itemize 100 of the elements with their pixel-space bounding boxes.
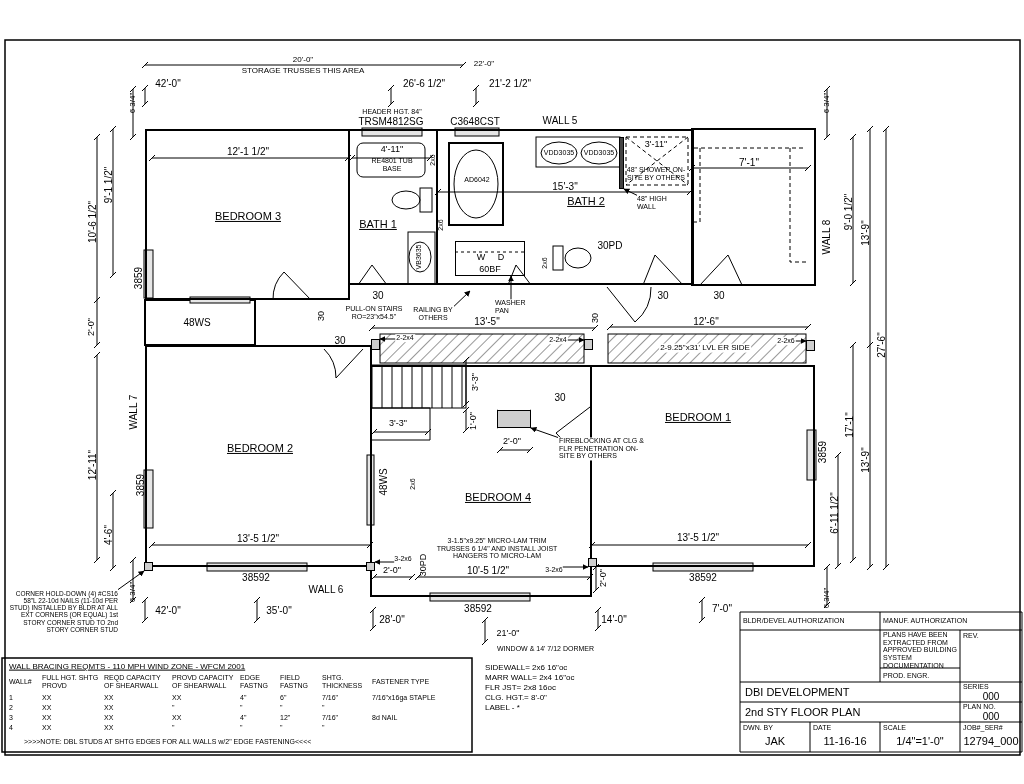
table-title: WALL BRACING REQMTS - 110 MPH WIND ZONE - WFCM 2001: [9, 662, 246, 672]
leader-line: [562, 564, 589, 570]
dimension-text: 13'-5 1/2": [676, 531, 720, 543]
wall-label: WALL 5: [542, 114, 578, 126]
title-block-text: 12794_000: [963, 734, 1019, 748]
wall-label: WALL 6: [308, 583, 344, 595]
dimension-text: 9'-0 1/2": [842, 193, 854, 231]
leader-line: [453, 290, 471, 307]
title-block-text: 000: [982, 690, 1000, 702]
post-block: [806, 340, 815, 351]
door-size: 30: [317, 311, 327, 321]
room-name: BATH 2: [567, 194, 605, 208]
dimension-text: 26'-6 1/2": [402, 77, 446, 89]
dimension-text: 13'-5": [474, 315, 500, 327]
dimension-text: 28'-0": [379, 613, 405, 625]
door-size: 30: [554, 391, 566, 403]
dimension-text: 1'-0": [469, 412, 479, 430]
room-outline: [436, 129, 694, 285]
post-block: [371, 339, 380, 350]
leader-line: [117, 570, 145, 591]
dimension-text: 27'-6": [875, 332, 887, 358]
dimension-text: 12'-11": [86, 449, 98, 481]
dimension-text: 20'-0": [292, 55, 314, 65]
spec-text: SIDEWALL= 2x6 16"oc: [485, 663, 568, 673]
dimension-text: 4'-11": [380, 145, 404, 155]
leader-line: [795, 338, 807, 344]
dimension-text: 2'-0": [383, 566, 401, 576]
spec-text: LABEL - *: [485, 703, 520, 713]
dimension-text: 21'-0": [496, 629, 520, 639]
dimension-text: 2'-0": [503, 437, 521, 447]
window-code: C3648CST: [450, 115, 500, 127]
dimension-text: 3'-3": [389, 419, 407, 429]
door-size: 30: [372, 289, 384, 301]
appliance-outline: [455, 241, 525, 276]
spec-text: FLR JST= 2x8 16oc: [485, 683, 556, 693]
door-size: 30: [334, 334, 346, 346]
appliance-label: 60BF: [479, 265, 501, 275]
crossed-box: [497, 410, 531, 428]
dimension-text: 42'-0": [155, 77, 181, 89]
leader-line: [508, 275, 514, 300]
wall-label: WALL 8: [820, 219, 832, 255]
dimension-text: 2'-0": [87, 318, 97, 336]
leader-line: [530, 426, 559, 438]
note-text: STORAGE TRUSSES THIS AREA: [241, 66, 365, 76]
window-code: TRSM4812SG: [358, 115, 424, 127]
room-outline: [145, 345, 372, 567]
door-size: 30PD: [419, 553, 429, 577]
dimension-text: 10'-5 1/2": [466, 564, 510, 576]
dimension-text: 6 3/4": [822, 92, 832, 114]
title-block-text: 11-16-16: [823, 734, 867, 748]
title-block-text: 1/4"=1'-0": [896, 734, 944, 748]
dimension-text: 35'-0": [266, 604, 292, 616]
dimension-text: 13'-9": [859, 447, 871, 473]
room-name: BEDROOM 4: [465, 490, 531, 504]
leader-line: [379, 336, 396, 342]
dimension-text: 14'-0": [601, 613, 627, 625]
title-block-text: JAK: [764, 734, 786, 748]
dimension-text: 6 3/4": [128, 92, 138, 114]
dimension-text: 2'-0": [599, 569, 609, 587]
post-block: [144, 562, 153, 571]
room-outline: [348, 129, 438, 285]
dimension-text: 21'-2 1/2": [488, 77, 532, 89]
room-outline: [145, 129, 350, 300]
appliance-label: D: [497, 253, 505, 263]
dimension-text: 22'-0": [473, 59, 495, 69]
dimension-text: 6'-11 1/2": [828, 492, 840, 534]
post-block: [366, 562, 375, 571]
room-name: BEDROOM 3: [215, 209, 281, 223]
post-block: [584, 339, 593, 350]
leader-line: [567, 337, 585, 343]
door-size: 30PD: [597, 239, 623, 251]
title-block-text: 2nd STY FLOOR PLAN: [745, 705, 861, 719]
dimension-text: 13'-9": [859, 220, 871, 246]
door-size: 30: [657, 289, 669, 301]
dimension-text: 7'-1": [739, 156, 759, 168]
dimension-text: 3'-3": [471, 373, 481, 391]
dimension-text: 15'-3": [552, 180, 578, 192]
dimension-text: 12'-6": [693, 315, 719, 327]
dimension-text: 42'-0": [155, 604, 181, 616]
window-code: 38592: [464, 602, 492, 614]
wall-segment: [619, 137, 624, 189]
room-name: BEDROOM 1: [665, 410, 731, 424]
dimension-text: 4'-6": [102, 525, 114, 545]
spec-text: CLG. HGT.= 8'-0": [485, 693, 547, 703]
dimension-text: 7'-0": [712, 602, 732, 614]
leader-line: [623, 188, 638, 196]
dimension-text: 17'-1": [843, 412, 855, 438]
dimension-text: 13'-5 1/2": [236, 532, 280, 544]
door-size: 30: [591, 313, 601, 323]
note-text: 2-9.25"x31' LVL ER SIDE: [659, 343, 751, 353]
spec-text: MARR WALL= 2x4 16"oc: [485, 673, 575, 683]
appliance-label: W: [476, 253, 486, 263]
room-name: BEDROOM 2: [227, 441, 293, 455]
room-name: BATH 1: [359, 217, 397, 231]
title-block-text: DBI DEVELOPMENT: [745, 685, 850, 699]
dimension-text: 3'-11": [644, 140, 668, 150]
title-block-text: 000: [982, 710, 1000, 722]
dimension-text: 12'-1 1/2": [226, 145, 270, 157]
leader-line: [374, 559, 395, 565]
dimension-text: 9'-1 1/2": [102, 166, 114, 204]
